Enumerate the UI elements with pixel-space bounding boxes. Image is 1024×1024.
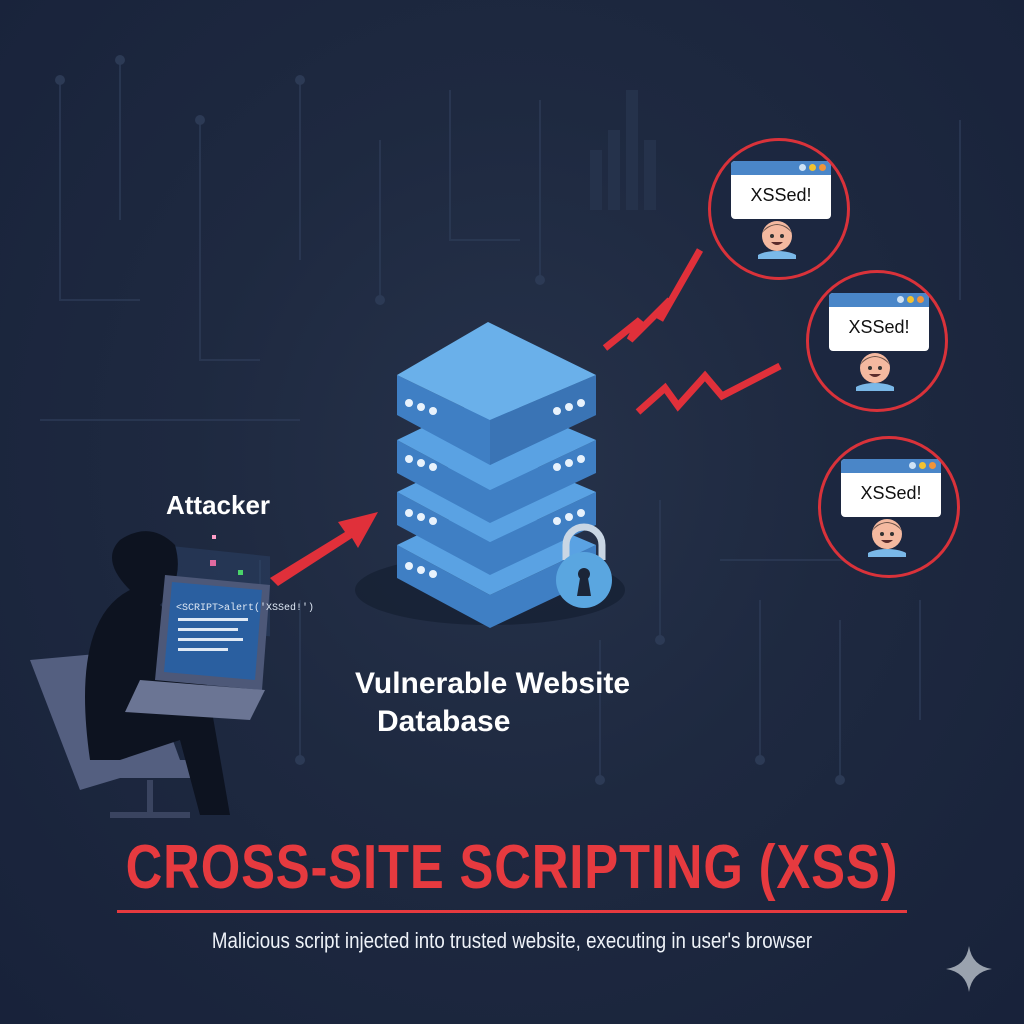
sparkle-icon [946, 946, 992, 992]
browser-window-icon: XSSed! [841, 459, 941, 517]
browser-window-icon: XSSed! [731, 161, 831, 219]
user-face-icon [758, 221, 796, 259]
database-label-line1: Vulnerable Website [355, 667, 631, 700]
victim-browser-1: XSSed! [708, 138, 850, 280]
database-label: Vulnerable Website Database [355, 665, 630, 741]
victim-browser-2: XSSed! [806, 270, 948, 412]
main-title: CROSS-SITE SCRIPTING (XSS) [125, 833, 899, 902]
user-face-icon [856, 353, 894, 391]
database-label-line2: Database [377, 705, 511, 738]
xss-popup-text: XSSed! [750, 185, 812, 205]
xss-popup-text: XSSed! [848, 317, 910, 337]
subtitle: Malicious script injected into trusted w… [211, 928, 813, 953]
title-divider [117, 910, 907, 913]
user-face-icon [868, 519, 906, 557]
browser-window-icon: XSSed! [829, 293, 929, 351]
svg-text:<SCRIPT>alert('XSSed!'): <SCRIPT>alert('XSSed!') [176, 602, 314, 614]
victim-browser-3: XSSed! [818, 436, 960, 578]
attacker-label: Attacker [166, 490, 271, 520]
xss-popup-text: XSSed! [860, 483, 922, 503]
